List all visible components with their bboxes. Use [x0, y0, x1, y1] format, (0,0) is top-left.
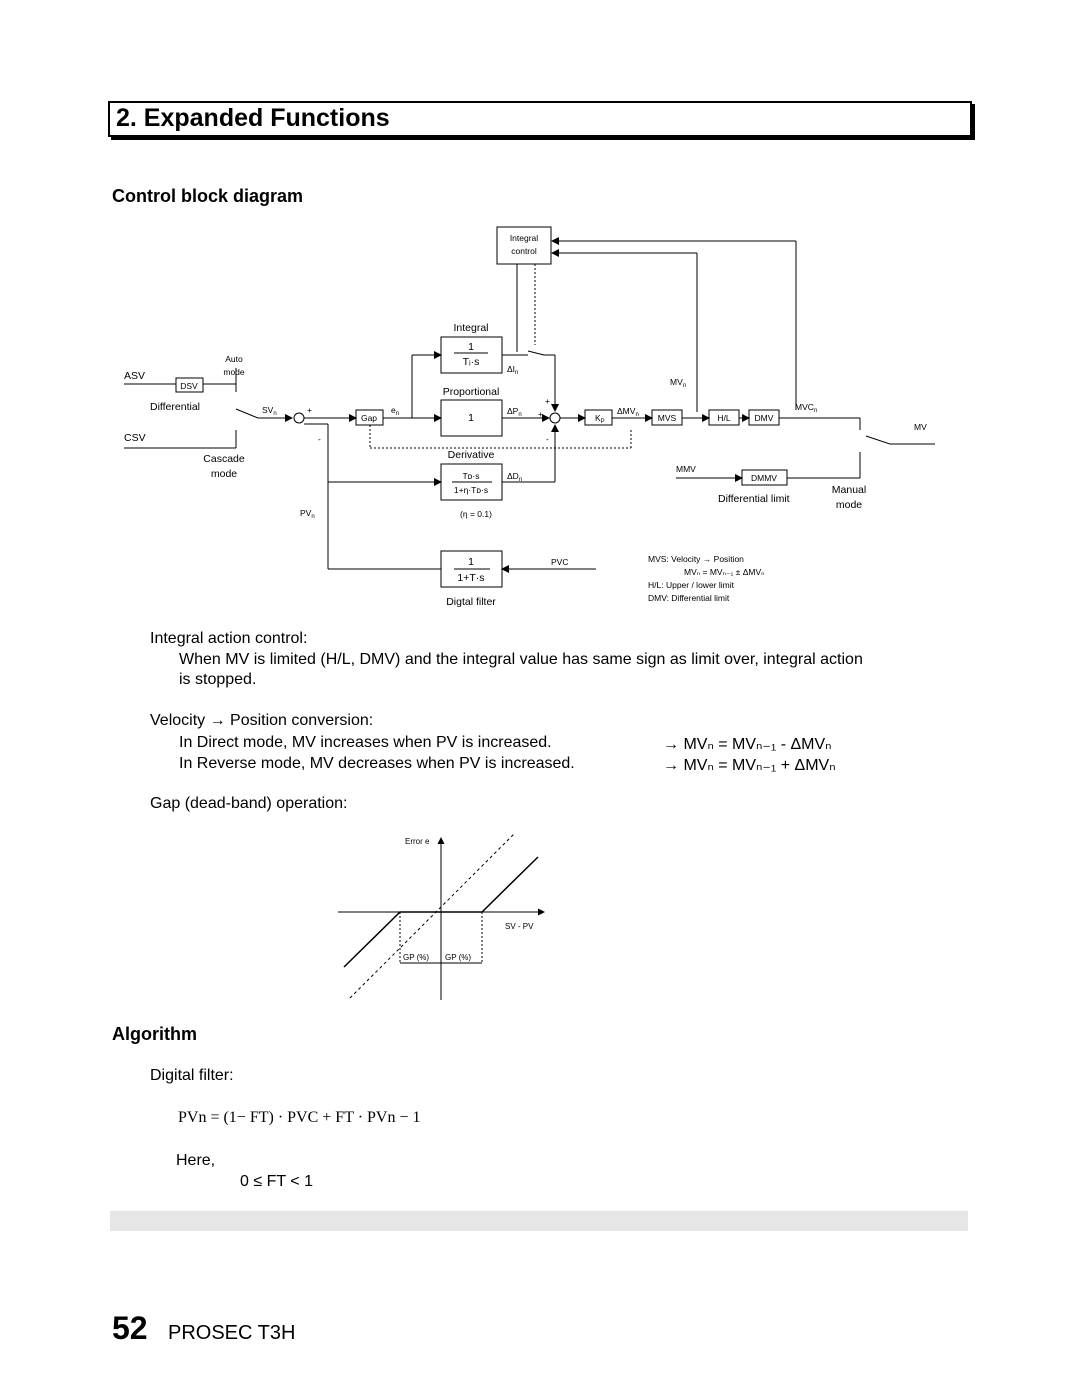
- label-auto-2: mode: [223, 367, 245, 377]
- label-hl: H/L: [717, 413, 731, 423]
- direct-mode-text: In Direct mode, MV increases when PV is …: [179, 734, 552, 751]
- label-dmv: DMV: [755, 413, 774, 423]
- label-asv: ASV: [124, 370, 145, 382]
- label-plus-1: +: [307, 405, 312, 415]
- label-integral: Integral: [453, 322, 488, 334]
- label-manual-2: mode: [836, 499, 862, 511]
- label-integral-den: Tᵢ·s: [463, 356, 480, 368]
- dsv-block: [175, 377, 204, 393]
- label-diff-limit: Differential limit: [718, 493, 790, 505]
- label-pvn: PVn: [300, 508, 315, 520]
- label-derivative: Derivative: [448, 449, 495, 461]
- label-filter-num: 1: [468, 556, 474, 568]
- label-plus-3: +: [538, 409, 543, 419]
- graph-y-label: Error e: [405, 837, 430, 846]
- label-delta-in: ΔIn: [507, 364, 518, 376]
- label-gap: Gap: [361, 413, 377, 423]
- legend-dmv: DMV: Differential limit: [648, 593, 730, 603]
- reverse-mode-formula: → MVₙ = MVₙ₋₁ + ΔMVₙ: [663, 757, 836, 774]
- label-dsv: DSV: [180, 381, 198, 391]
- label-cascade-2: mode: [211, 468, 237, 480]
- label-integral-control-1: Integral: [510, 233, 538, 243]
- label-mvs: MVS: [658, 413, 677, 423]
- label-mmv: MMV: [676, 464, 696, 474]
- label-integral-control-2: control: [511, 246, 537, 256]
- label-auto-1: Auto: [225, 354, 243, 364]
- label-minus-2: -: [546, 434, 549, 444]
- legend-mvs: MVS: Velocity → Position: [648, 554, 744, 564]
- graph-gp-right: GP (%): [445, 953, 471, 962]
- graph-x-label: SV - PV: [505, 922, 534, 931]
- digital-filter-label: Digital filter:: [150, 1067, 234, 1084]
- label-delta-pn: ΔPn: [507, 406, 522, 418]
- label-pvc: PVC: [551, 557, 568, 567]
- label-manual-1: Manual: [832, 484, 866, 496]
- section-title: 2. Expanded Functions: [116, 104, 390, 132]
- label-delta-dn: ΔDn: [507, 471, 522, 483]
- label-mv: MV: [914, 422, 927, 432]
- label-plus-2: +: [545, 396, 550, 406]
- label-csv: CSV: [124, 432, 146, 444]
- heading-control-block: Control block diagram: [112, 186, 304, 206]
- label-svn: SVn: [262, 405, 277, 417]
- label-delta-mvn: ΔMVn: [617, 406, 639, 418]
- label-dmmv: DMMV: [751, 473, 777, 483]
- label-differential: Differential: [150, 401, 200, 413]
- legend-hl: H/L: Upper / lower limit: [648, 580, 735, 590]
- direct-mode-formula: → MVₙ = MVₙ₋₁ - ΔMVₙ: [663, 736, 832, 753]
- label-proportional: Proportional: [443, 386, 500, 398]
- heading-algorithm: Algorithm: [112, 1024, 197, 1044]
- label-integral-num: 1: [468, 341, 474, 353]
- label-minus-1: -: [318, 434, 321, 444]
- label-prop-val: 1: [468, 412, 474, 424]
- pv-formula: PVn = (1− FT) · PVC + FT · PVn − 1: [178, 1109, 421, 1126]
- page-number: 52: [112, 1310, 148, 1346]
- section-header-box: [108, 101, 972, 137]
- ft-range: 0 ≤ FT < 1: [240, 1173, 313, 1190]
- integral-action-title: Integral action control:: [150, 630, 308, 647]
- document-name: PROSEC T3H: [168, 1322, 296, 1344]
- label-filter: Digtal filter: [446, 596, 496, 608]
- label-mvn: MVn: [670, 377, 686, 389]
- control-block-diagram: Integral control Integral 1 Tᵢ·s ΔIn ASV…: [124, 226, 935, 608]
- label-eta: (η = 0.1): [460, 509, 492, 519]
- integral-action-body-1: When MV is limited (H/L, DMV) and the in…: [179, 651, 863, 668]
- label-kp: KP: [595, 413, 605, 425]
- integral-action-body-2: is stopped.: [179, 671, 257, 688]
- here-label: Here,: [176, 1152, 216, 1169]
- label-deriv-den: 1+η·Tᴅ·s: [454, 485, 488, 495]
- label-en: en: [391, 405, 399, 417]
- velocity-title: Velocity → Position conversion:: [150, 712, 374, 729]
- label-filter-den: 1+T·s: [457, 572, 484, 584]
- label-mvcn: MVCn: [795, 402, 817, 414]
- legend-mvs-formula: MVₙ = MVₙ₋₁ ± ΔMVₙ: [684, 567, 765, 577]
- label-deriv-num: Tᴅ·s: [463, 471, 480, 481]
- label-cascade-1: Cascade: [203, 453, 245, 465]
- footer-bar: [110, 1211, 968, 1231]
- integral-control-box: [496, 226, 552, 265]
- gap-title: Gap (dead-band) operation:: [150, 795, 348, 812]
- gap-deadband-graph: Error e SV - PV GP (%) GP (%): [338, 833, 545, 1000]
- graph-gp-left: GP (%): [403, 953, 429, 962]
- reverse-mode-text: In Reverse mode, MV decreases when PV is…: [179, 755, 575, 772]
